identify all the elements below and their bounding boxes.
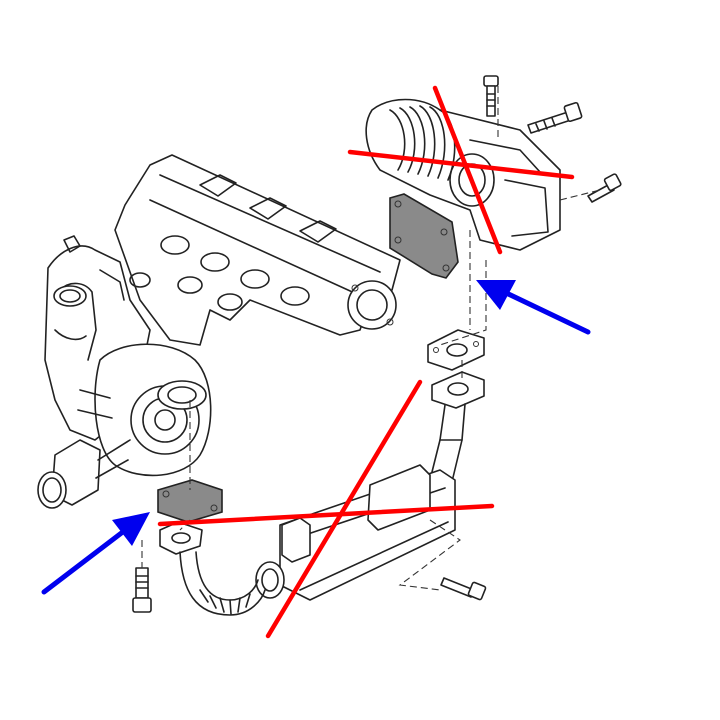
bolt-icon	[132, 567, 152, 613]
turbo-flange-gasket-icon	[157, 479, 223, 523]
arrow-icon	[41, 512, 150, 595]
turbo-icon	[37, 343, 212, 509]
bolt-icon	[483, 75, 499, 117]
cross-out-marks	[157, 85, 575, 639]
bolt-icon	[440, 577, 487, 601]
cooler-cross-line-2	[265, 379, 423, 639]
pipe-icon	[429, 371, 485, 491]
flex-pipe-icon	[159, 521, 266, 616]
bolt-icon	[587, 173, 622, 203]
stud-bolt-icon	[527, 101, 583, 134]
egr-valve-cross-line-1	[347, 149, 575, 180]
cooler-cross-line-1	[157, 503, 495, 527]
manifold-icon	[114, 154, 401, 346]
egr-valve-gasket-icon	[389, 193, 459, 279]
arrow-icon	[476, 280, 591, 335]
pipe-gasket-icon	[427, 329, 485, 371]
cooler-icon	[255, 464, 456, 601]
egr-valve-cross-line-2	[432, 85, 503, 255]
